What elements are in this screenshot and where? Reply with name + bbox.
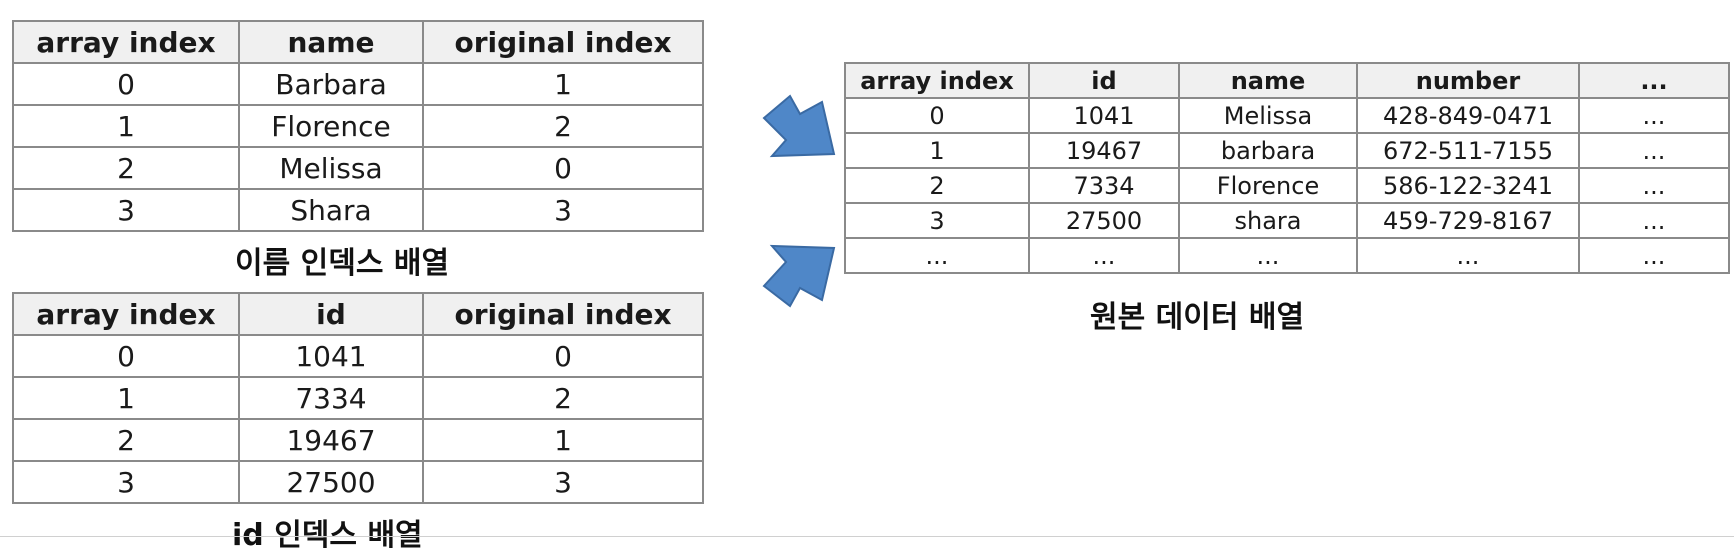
column-header: id [238, 292, 424, 336]
table-cell: 428-849-0471 [1356, 97, 1580, 134]
table-cell: 672-511-7155 [1356, 132, 1580, 169]
table-cell: 27500 [1028, 202, 1180, 239]
name-index-caption: 이름 인덱스 배열 [235, 246, 450, 281]
arrow-right-up-icon [762, 244, 836, 308]
table-cell: ... [844, 237, 1030, 274]
arrow-right-down-icon [762, 94, 836, 158]
table-cell: 1041 [238, 334, 424, 378]
table-cell: 1 [422, 62, 704, 106]
table-cell: shara [1178, 202, 1358, 239]
column-header: ... [1578, 62, 1730, 99]
table-cell: Barbara [238, 62, 424, 106]
table-cell: ... [1578, 132, 1730, 169]
table-cell: 3 [422, 188, 704, 232]
table-cell: 1 [12, 376, 240, 420]
table-cell: Florence [238, 104, 424, 148]
column-header: id [1028, 62, 1180, 99]
column-header: array index [12, 292, 240, 336]
table-cell: Melissa [1178, 97, 1358, 134]
table-cell: 1 [844, 132, 1030, 169]
table-cell: 19467 [238, 418, 424, 462]
table-cell: 27500 [238, 460, 424, 504]
column-header: array index [844, 62, 1030, 99]
table-cell: ... [1578, 97, 1730, 134]
table-cell: 459-729-8167 [1356, 202, 1580, 239]
table-cell: Melissa [238, 146, 424, 190]
table-cell: 7334 [1028, 167, 1180, 204]
table-cell: 1 [12, 104, 240, 148]
table-cell: 2 [422, 104, 704, 148]
table-cell: 2 [844, 167, 1030, 204]
table-cell: ... [1578, 237, 1730, 274]
original-data-caption: 원본 데이터 배열 [1090, 300, 1305, 335]
divider [0, 536, 1734, 537]
column-header: original index [422, 292, 704, 336]
table-cell: 19467 [1028, 132, 1180, 169]
id-index-caption: id 인덱스 배열 [232, 518, 423, 553]
table-cell: ... [1578, 167, 1730, 204]
arrow-shape [762, 244, 836, 308]
table-cell: 0 [12, 334, 240, 378]
table-cell: 0 [12, 62, 240, 106]
table-cell: 586-122-3241 [1356, 167, 1580, 204]
table-cell: 7334 [238, 376, 424, 420]
table-cell: 3 [12, 460, 240, 504]
table-cell: 2 [12, 418, 240, 462]
table-cell: Shara [238, 188, 424, 232]
table-cell: 3 [12, 188, 240, 232]
table-cell: 3 [422, 460, 704, 504]
column-header: name [1178, 62, 1358, 99]
column-header: name [238, 20, 424, 64]
table-cell: 0 [844, 97, 1030, 134]
table-cell: ... [1028, 237, 1180, 274]
table-cell: 1041 [1028, 97, 1180, 134]
column-header: array index [12, 20, 240, 64]
table-cell: 1 [422, 418, 704, 462]
table-cell: ... [1578, 202, 1730, 239]
column-header: number [1356, 62, 1580, 99]
column-header: original index [422, 20, 704, 64]
table-cell: 0 [422, 146, 704, 190]
table-cell: barbara [1178, 132, 1358, 169]
table-row: ............... [844, 237, 1730, 274]
table-cell: 3 [844, 202, 1030, 239]
table-cell: ... [1356, 237, 1580, 274]
table-cell: ... [1178, 237, 1358, 274]
table-cell: 2 [422, 376, 704, 420]
arrow-shape [762, 94, 836, 158]
table-cell: 2 [12, 146, 240, 190]
table-cell: 0 [422, 334, 704, 378]
table-cell: Florence [1178, 167, 1358, 204]
